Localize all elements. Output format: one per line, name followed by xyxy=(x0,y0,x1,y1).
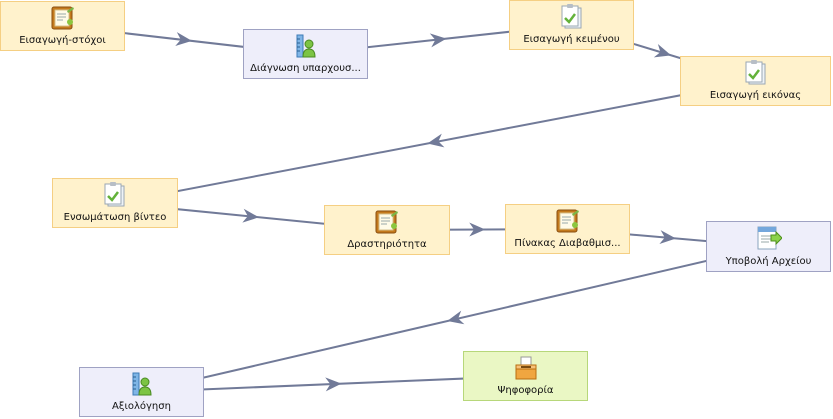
edge-arrowhead xyxy=(653,43,672,58)
edge-arrowhead xyxy=(325,377,342,392)
notepad-icon xyxy=(555,208,581,234)
edge-arrowhead xyxy=(469,222,486,237)
notepad-icon xyxy=(374,209,400,235)
activity-node-n10[interactable]: Ψηφοφορία xyxy=(463,351,588,401)
edge-arrowhead xyxy=(427,133,445,148)
node-label: Πίνακας Διαβαθμισ... xyxy=(514,238,621,249)
edge-arrowhead xyxy=(242,208,259,223)
file-upload-icon xyxy=(756,225,783,251)
edge-arrowhead xyxy=(447,310,465,325)
node-label: Ψηφοφορία xyxy=(497,385,554,396)
node-label: Αξιολόγηση xyxy=(112,401,171,412)
edge-arrowhead xyxy=(429,33,447,48)
node-label: Δραστηριότητα xyxy=(347,239,427,250)
ruler-person-icon xyxy=(293,33,319,59)
document-check-icon xyxy=(743,60,769,86)
ballot-box-icon xyxy=(513,355,539,381)
node-label: Διάγνωση υπαρχουσ... xyxy=(250,63,361,74)
ruler-person-icon xyxy=(129,371,155,397)
node-label: Ενσωμάτωση βίντεο xyxy=(63,212,167,223)
activity-node-n8[interactable]: Υποβολή Αρχείου xyxy=(706,221,831,272)
activity-node-n9[interactable]: Αξιολόγηση xyxy=(79,367,204,417)
activity-node-n5[interactable]: Ενσωμάτωση βίντεο xyxy=(52,178,178,228)
node-label: Υποβολή Αρχείου xyxy=(725,256,812,267)
activity-node-n7[interactable]: Πίνακας Διαβαθμισ... xyxy=(505,204,630,254)
notepad-icon xyxy=(50,5,76,31)
activity-node-n6[interactable]: Δραστηριότητα xyxy=(324,205,450,255)
activity-node-n4[interactable]: Εισαγωγή εικόνας xyxy=(680,56,831,106)
document-check-icon xyxy=(559,4,585,30)
edge-arrowhead xyxy=(659,230,676,245)
activity-node-n3[interactable]: Εισαγωγή κειμένου xyxy=(509,0,634,50)
node-label: Εισαγωγή κειμένου xyxy=(523,34,620,45)
edge-arrowhead xyxy=(175,32,192,47)
node-label: Εισαγωγή-στόχοι xyxy=(19,35,106,46)
node-label: Εισαγωγή εικόνας xyxy=(709,90,802,101)
activity-node-n2[interactable]: Διάγνωση υπαρχουσ... xyxy=(243,29,368,79)
activity-node-n1[interactable]: Εισαγωγή-στόχοι xyxy=(0,1,125,51)
document-check-icon xyxy=(102,182,128,208)
